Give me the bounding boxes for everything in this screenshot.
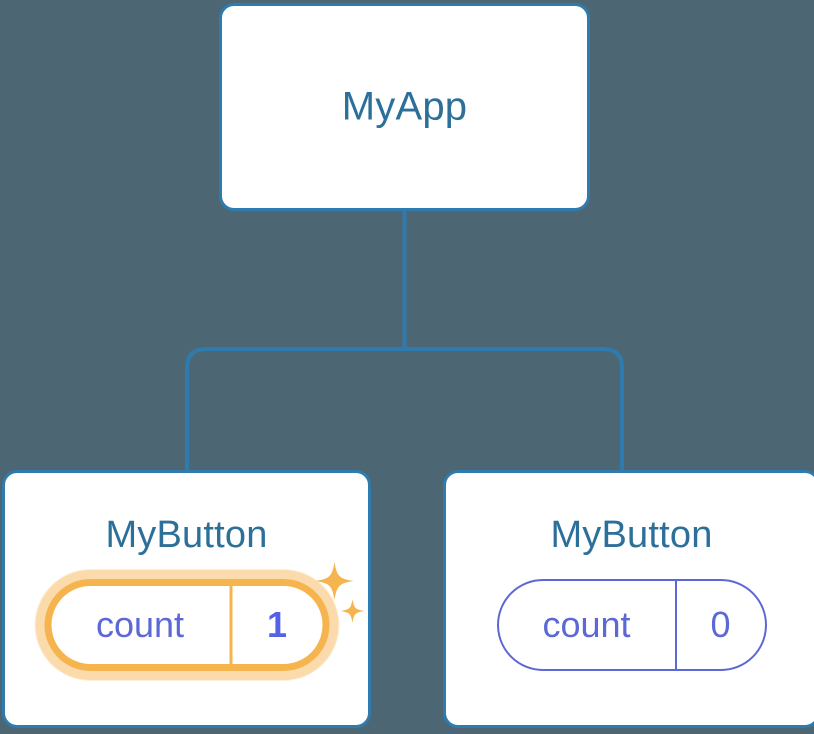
state-key-label: count	[95, 604, 185, 645]
state-value-label: 1	[266, 604, 288, 645]
state-pill-highlighted[interactable]: count 1	[44, 562, 364, 671]
state-pill[interactable]: count 0	[496, 579, 767, 671]
node-myapp[interactable]: MyApp	[219, 3, 590, 211]
state-value-cell: 1	[232, 586, 322, 664]
node-title: MyButton	[105, 514, 268, 556]
state-pill-wrapper: count 1	[44, 562, 364, 671]
state-value-label: 0	[710, 604, 731, 645]
node-title: MyButton	[550, 514, 713, 556]
node-mybutton-left[interactable]: MyButton count 1	[2, 470, 371, 728]
state-key-label: count	[542, 604, 631, 645]
sparkle-small-icon	[340, 599, 364, 623]
state-key-cell: count	[499, 581, 677, 669]
node-title: MyApp	[341, 84, 468, 129]
node-mybutton-right[interactable]: MyButton count 0	[443, 470, 814, 728]
state-value-cell: 0	[677, 581, 765, 669]
state-key-cell: count	[51, 586, 232, 664]
state-pill-wrapper: count 0	[496, 579, 767, 671]
